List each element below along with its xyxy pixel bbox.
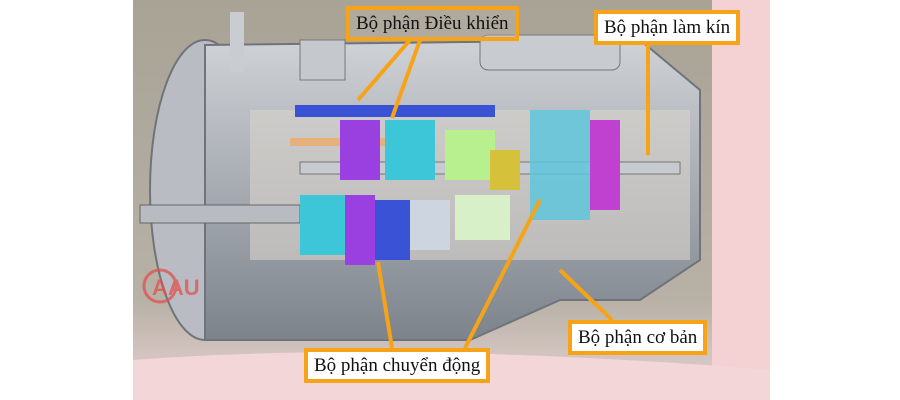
label-base-unit: Bộ phận cơ bản [568, 320, 708, 355]
label-sealing-unit: Bộ phận làm kín [594, 10, 741, 45]
input-shaft [139, 204, 301, 224]
label-control-unit: Bộ phận Điều khiển [346, 6, 519, 41]
label-transmission-unit: Bộ phận chuyển động [304, 348, 491, 383]
gears [295, 105, 620, 265]
pink-band [712, 0, 770, 400]
svg-text:AAU: AAU [152, 275, 200, 300]
leader-lines [356, 38, 650, 349]
aau-logo: AAU [142, 268, 200, 304]
